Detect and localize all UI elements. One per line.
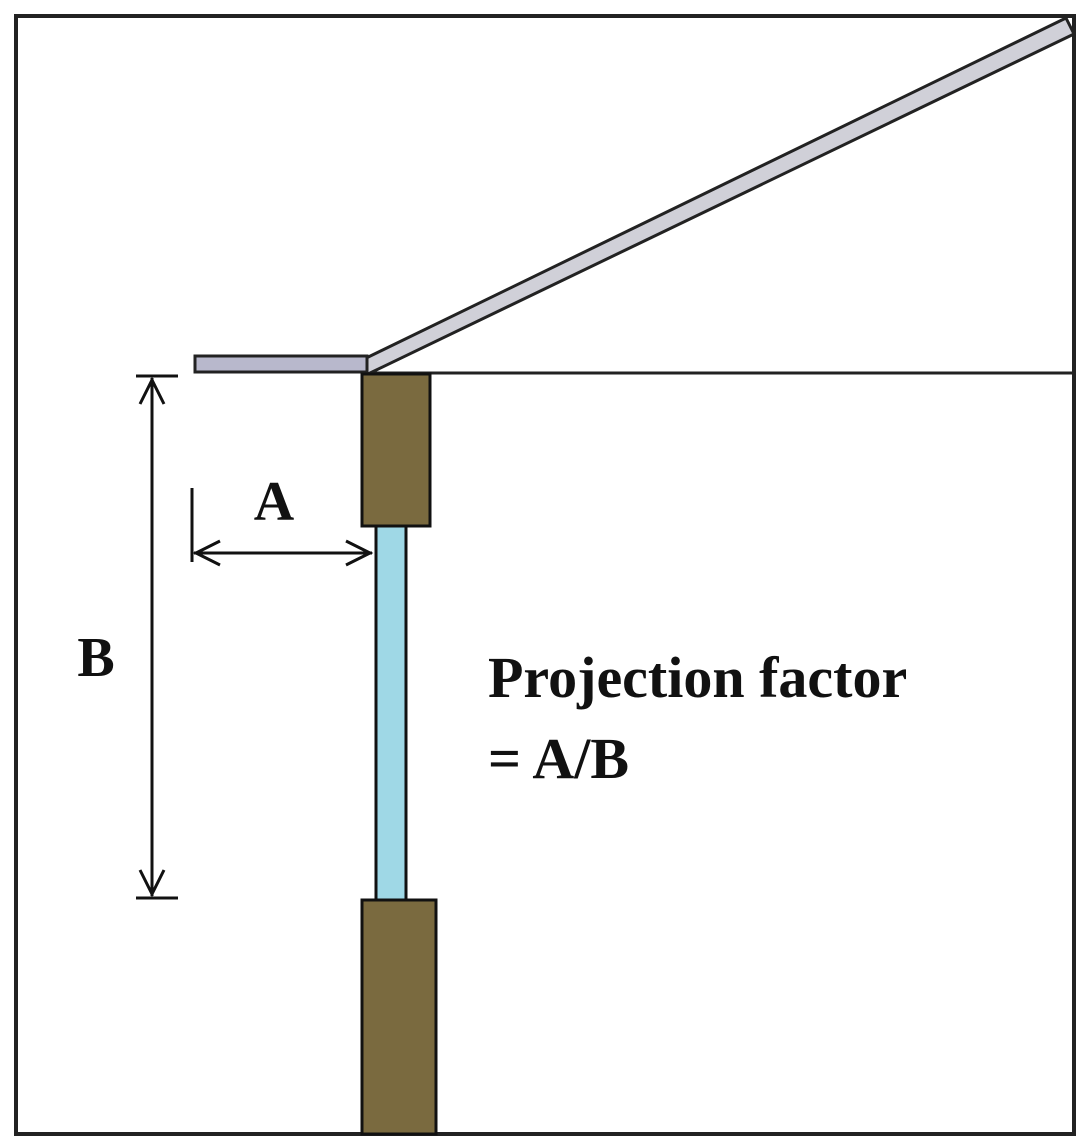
diagram-frame xyxy=(14,14,1076,1136)
overhang xyxy=(193,354,369,374)
label-b: B xyxy=(77,627,114,689)
window-glass xyxy=(374,524,408,904)
lower-wall xyxy=(360,898,438,1136)
caption-line-1: Projection factor xyxy=(488,645,907,710)
dimension-b xyxy=(136,374,178,900)
dimension-a xyxy=(190,488,374,567)
caption-line-2: = A/B xyxy=(488,726,629,791)
upper-wall xyxy=(360,372,432,528)
label-a: A xyxy=(254,471,295,533)
sloped-roof xyxy=(356,16,1076,376)
